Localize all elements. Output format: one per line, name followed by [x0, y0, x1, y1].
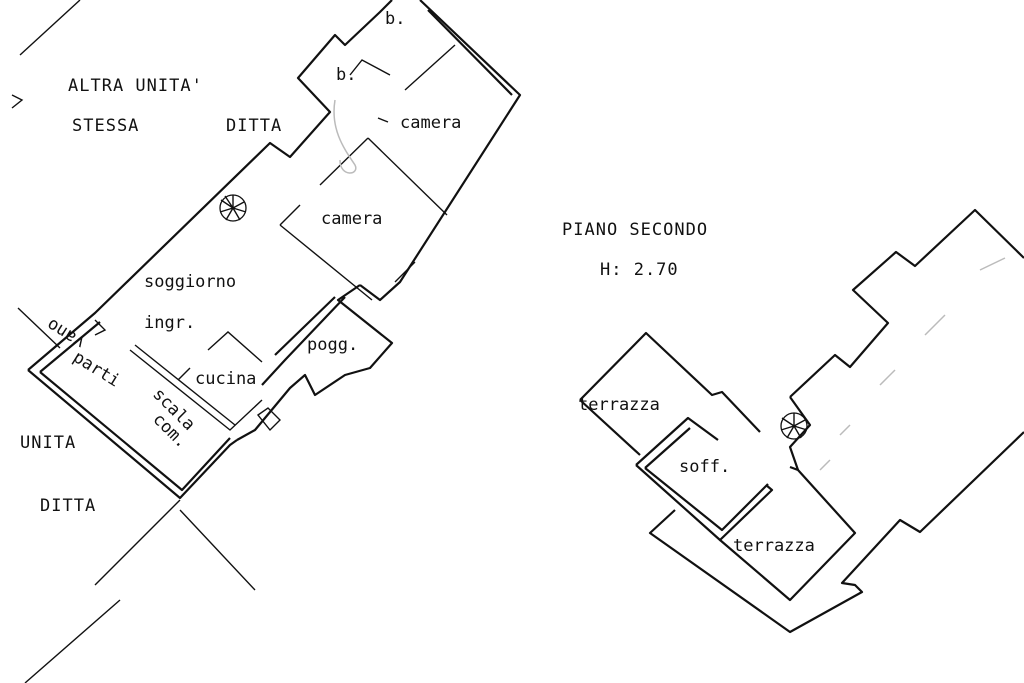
room-label-camera: camera	[321, 209, 382, 229]
boundary-line	[94, 499, 181, 586]
label-stessa: STESSA	[72, 116, 139, 136]
boundary-line	[24, 599, 121, 683]
room-label-bagno: b.	[385, 9, 405, 29]
room-label-cucina: cucina	[195, 369, 256, 389]
room-label-camera: camera	[400, 113, 461, 133]
label-altra-unita: ALTRA UNITA'	[68, 76, 203, 96]
room-label-vano: vano	[43, 314, 88, 353]
ceiling-height: H: 2.70	[600, 260, 679, 280]
room-label-soffitta: soff.	[679, 457, 730, 477]
first-floor-unit	[27, 0, 522, 500]
second-floor-plan	[579, 208, 1024, 634]
label-ditta: DITTA	[40, 496, 96, 516]
boundary-line	[11, 94, 24, 109]
room-label-soggiorno: soggiorno	[144, 272, 236, 292]
spiral-staircase-icon	[780, 412, 808, 440]
floor-title: PIANO SECONDO	[562, 220, 708, 240]
boundary-line	[19, 0, 81, 56]
room-label-terrazza: terrazza	[578, 395, 660, 415]
boundary-line	[179, 509, 256, 591]
room-label-bagno: b.	[336, 65, 356, 85]
boundary-line	[17, 307, 61, 349]
spiral-staircase-icon	[219, 194, 247, 222]
label-ditta: DITTA	[226, 116, 282, 136]
room-label-poggiolo: pogg.	[307, 335, 358, 355]
room-label-ingresso: ingr.	[144, 313, 195, 333]
room-label-parti: parti	[69, 347, 123, 391]
room-label-terrazza: terrazza	[733, 536, 815, 556]
label-unita: UNITA	[20, 433, 76, 453]
